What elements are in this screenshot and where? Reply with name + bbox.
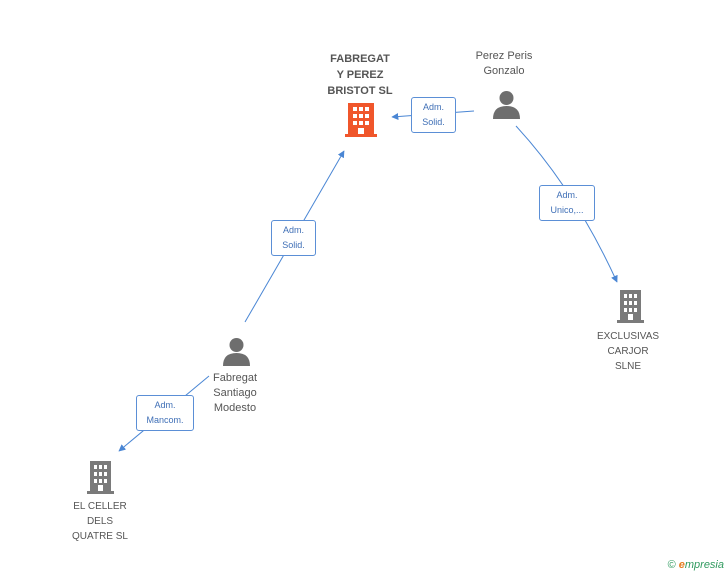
empresia-logo[interactable]: © empresia [668,559,724,571]
company-label-el-celler[interactable]: EL CELLER DELS QUATRE SL [72,501,128,542]
building-icon[interactable] [617,290,644,328]
relation-label-santiago-el-celler[interactable]: Adm. Mancom. [136,395,194,431]
company-label-exclusivas[interactable]: EXCLUSIVAS CARJOR SLNE [596,331,660,372]
person-icon[interactable] [222,337,251,371]
brand-name: mpresia [684,559,724,571]
person-icon[interactable] [492,90,521,124]
building-icon[interactable] [87,461,114,499]
copyright-icon: © [667,559,676,571]
person-label-perez-peris[interactable]: Perez Peris Gonzalo [475,50,533,77]
relation-label-perez-exclusivas[interactable]: Adm. Unico,... [539,185,595,221]
building-icon[interactable] [345,103,377,142]
person-label-fabregat-santiago[interactable]: Fabregat Santiago Modesto [212,372,258,414]
relation-label-perez-fabregat-perez[interactable]: Adm. Solid. [411,97,456,133]
brand-e: e [678,559,685,571]
company-label-fabregat-perez[interactable]: FABREGAT Y PEREZ BRISTOT SL [327,53,393,97]
relation-label-santiago-fabregat-perez[interactable]: Adm. Solid. [271,220,316,256]
